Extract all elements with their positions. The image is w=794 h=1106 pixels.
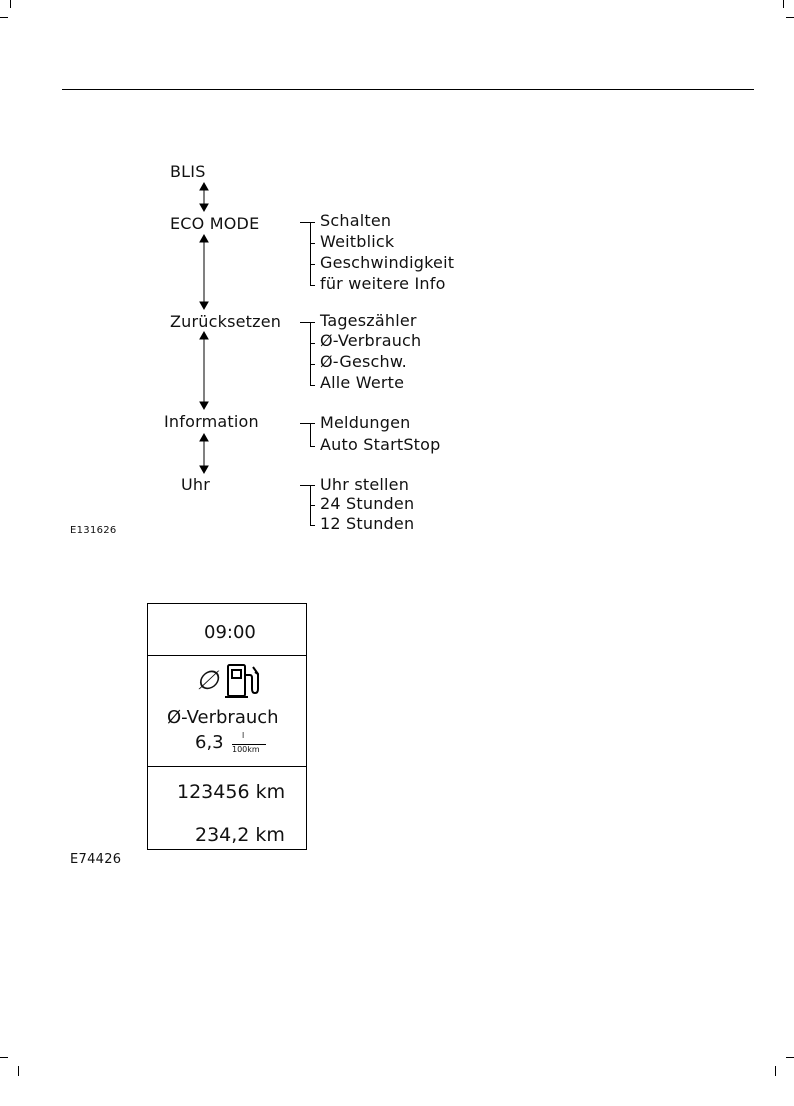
- bracket-tick: [310, 385, 315, 386]
- consumption-value: 6,3: [195, 732, 224, 753]
- menu-label-zuruecksetzen: Zurücksetzen: [170, 312, 282, 331]
- clock-time: 09:00: [204, 622, 256, 643]
- submenu-item: Ø-Geschw.: [320, 352, 407, 371]
- bracket-tick: [310, 243, 315, 244]
- bracket-tick: [310, 285, 315, 286]
- menu-label-eco-mode: ECO MODE: [170, 214, 260, 233]
- navigation-arrows: [199, 181, 209, 475]
- crop-mark: [18, 1066, 19, 1076]
- bracket-line: [310, 322, 311, 385]
- odometer: 123456 km: [177, 781, 286, 803]
- bracket-line: [310, 222, 311, 285]
- submenu-item: Uhr stellen: [320, 475, 410, 494]
- trip-distance: 234,2 km: [195, 824, 285, 846]
- bracket-tick: [310, 264, 315, 265]
- bracket-top: [300, 322, 315, 323]
- bracket-tick: [310, 364, 315, 365]
- menu-label-blis: BLIS: [170, 162, 206, 181]
- bracket-line: [310, 423, 311, 446]
- crop-mark: [775, 1066, 776, 1076]
- menu-label-uhr: Uhr: [181, 475, 211, 494]
- fuel-pump-icon: [225, 664, 259, 698]
- bracket-tick: [310, 446, 315, 447]
- bracket-top: [300, 222, 315, 223]
- menu-label-information: Information: [164, 412, 259, 431]
- submenu-item: Weitblick: [320, 232, 395, 251]
- submenu-item: 24 Stunden: [320, 494, 415, 513]
- divider: [148, 766, 306, 767]
- header-rule: [62, 89, 754, 90]
- crop-mark: [786, 17, 794, 18]
- instrument-display: 09:00 ∅ Ø-Verbrauch 6,3 l 100km 123456 k…: [147, 603, 307, 850]
- crop-mark: [0, 17, 8, 18]
- display-title: Ø-Verbrauch: [167, 707, 279, 728]
- figure-code: E74426: [70, 852, 122, 867]
- submenu-item: Geschwindigkeit: [320, 253, 455, 272]
- crop-mark: [783, 0, 784, 8]
- submenu-item: für weitere Info: [320, 274, 446, 293]
- submenu-item: Schalten: [320, 211, 392, 230]
- submenu-item: Alle Werte: [320, 373, 405, 392]
- unit-numerator: l: [242, 731, 245, 740]
- divider: [148, 655, 306, 656]
- unit-denominator: 100km: [232, 745, 260, 754]
- unit-fraction-line: [232, 744, 266, 745]
- bracket-top: [300, 485, 315, 486]
- crop-mark: [0, 1057, 8, 1058]
- submenu-item: Tageszähler: [320, 311, 417, 330]
- bracket-top: [300, 423, 315, 424]
- bracket-tick: [310, 525, 315, 526]
- figure-code: E131626: [70, 525, 117, 536]
- crop-mark: [10, 0, 11, 8]
- submenu-item: 12 Stunden: [320, 514, 415, 533]
- submenu-item: Auto StartStop: [320, 435, 441, 454]
- bracket-tick: [310, 505, 315, 506]
- crop-mark: [786, 1057, 794, 1058]
- submenu-item: Ø-Verbrauch: [320, 331, 422, 350]
- submenu-item: Meldungen: [320, 413, 411, 432]
- average-symbol: ∅: [196, 666, 219, 696]
- bracket-tick: [310, 343, 315, 344]
